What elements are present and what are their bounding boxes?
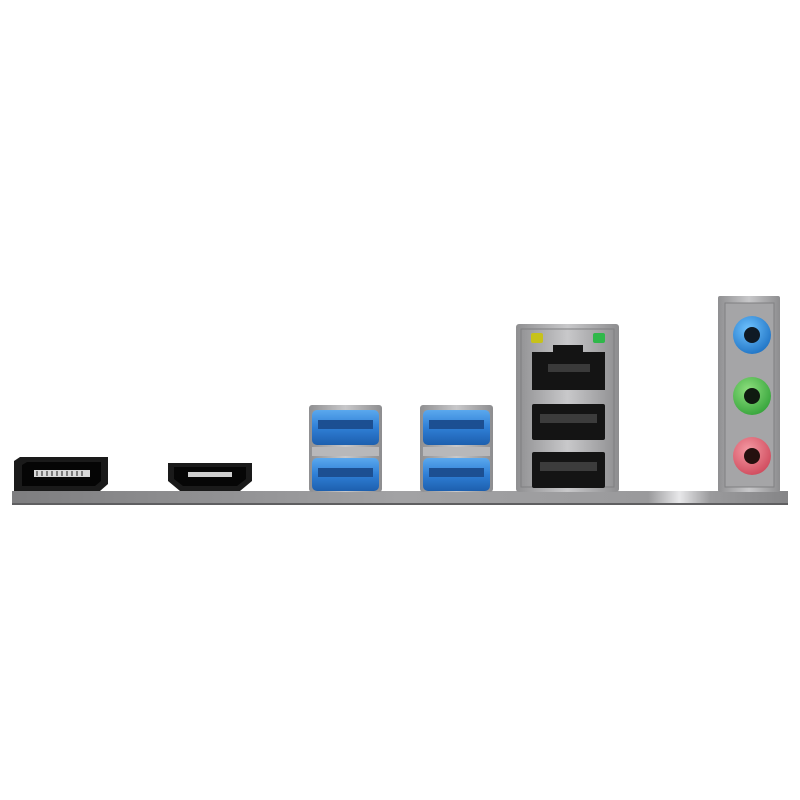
lan-led-yellow	[531, 333, 543, 343]
hdmi-tongue	[188, 472, 232, 477]
usb3-stack-2-divider	[423, 447, 490, 456]
usb3-port-1a-slot	[318, 420, 373, 429]
lan-usb2-combo	[516, 324, 619, 492]
io-base-plate	[12, 491, 788, 504]
usb2-port-1-tongue	[540, 414, 597, 423]
usb3-stack-2	[420, 405, 493, 492]
usb3-port-2a-slot	[429, 420, 484, 429]
audio-jack-line-in	[733, 316, 771, 354]
displayport-pins	[36, 471, 83, 476]
usb3-port-1b-slot	[318, 468, 373, 477]
lan-led-green	[593, 333, 605, 343]
usb3-stack-1-divider	[312, 447, 379, 456]
audio-jack-line-out	[733, 377, 771, 415]
usb3-stack-1	[309, 405, 382, 492]
usb2-port-2-tongue	[540, 462, 597, 471]
rj45-contacts	[548, 364, 590, 372]
io-base-plate-edge	[12, 503, 788, 505]
audio-jack-mic-in	[733, 437, 771, 475]
displayport-port	[14, 457, 108, 491]
hdmi-port	[168, 463, 252, 491]
usb3-port-2b-slot	[429, 468, 484, 477]
audio-jack-stack	[718, 296, 780, 492]
